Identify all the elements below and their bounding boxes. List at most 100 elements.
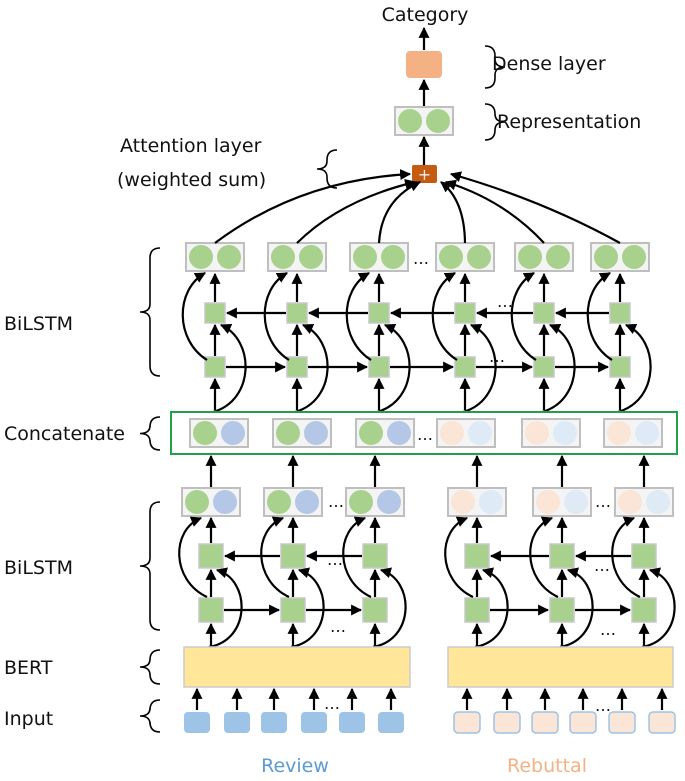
vector-node bbox=[607, 421, 631, 445]
ellipsis: … bbox=[330, 617, 346, 636]
ellipsis: … bbox=[413, 249, 429, 268]
vector-node bbox=[525, 421, 549, 445]
forward-lstm-cell bbox=[464, 597, 490, 623]
backward-lstm-cell bbox=[454, 302, 476, 324]
vector-node bbox=[518, 245, 542, 269]
skip-arrow bbox=[611, 516, 641, 598]
representation-label: Representation bbox=[497, 111, 641, 133]
vector-node bbox=[546, 245, 570, 269]
backward-lstm-cell bbox=[631, 543, 657, 569]
vector-node bbox=[217, 245, 241, 269]
skip-arrow bbox=[376, 323, 411, 414]
skip-arrow bbox=[641, 567, 676, 649]
bert-label: BERT bbox=[4, 657, 53, 679]
rebuttal-token-input bbox=[608, 711, 636, 734]
rebuttal-token-input bbox=[531, 711, 559, 734]
vector-node bbox=[564, 490, 588, 514]
category-label: Category bbox=[382, 4, 469, 26]
vector-node bbox=[594, 245, 618, 269]
forward-lstm-cell bbox=[198, 597, 224, 623]
review-label: Review bbox=[261, 755, 329, 777]
skip-arrow bbox=[294, 323, 329, 414]
skip-arrow bbox=[181, 272, 208, 361]
vector-node bbox=[299, 245, 323, 269]
vector-node bbox=[353, 245, 377, 269]
ellipsis: … bbox=[417, 425, 433, 444]
backward-lstm-cell bbox=[286, 302, 308, 324]
bert-brace bbox=[139, 649, 161, 685]
plus-icon: + bbox=[418, 165, 431, 184]
rebuttal-token-input bbox=[453, 711, 481, 734]
bert-rebuttal-block bbox=[447, 646, 674, 688]
forward-lstm-cell bbox=[609, 356, 631, 378]
vector-node bbox=[553, 421, 577, 445]
vector-node bbox=[646, 490, 670, 514]
ellipsis: … bbox=[497, 292, 513, 311]
ellipsis: … bbox=[328, 492, 344, 511]
vector-node bbox=[635, 421, 659, 445]
vector-node bbox=[426, 109, 450, 133]
vector-node bbox=[193, 421, 217, 445]
ellipsis: … bbox=[600, 620, 616, 639]
concatenate-brace bbox=[139, 416, 161, 451]
input-label: Input bbox=[4, 708, 53, 730]
review-token-input bbox=[339, 712, 365, 733]
concatenate-label: Concatenate bbox=[4, 423, 125, 445]
backward-lstm-cell bbox=[533, 302, 555, 324]
ellipsis: … bbox=[595, 492, 611, 511]
backward-lstm-cell bbox=[198, 543, 224, 569]
review-token-input bbox=[261, 712, 287, 733]
vector-node bbox=[618, 490, 642, 514]
vector-node bbox=[451, 490, 475, 514]
vector-node bbox=[440, 421, 464, 445]
forward-lstm-cell bbox=[549, 597, 575, 623]
bilstm-bottom-label: BiLSTM bbox=[4, 557, 73, 579]
dense-layer-brace bbox=[484, 45, 506, 89]
backward-lstm-cell bbox=[368, 302, 390, 324]
attention-layer-label: Attention layer bbox=[120, 135, 262, 157]
bilstm-top-label: BiLSTM bbox=[4, 313, 73, 335]
vector-node bbox=[381, 245, 405, 269]
rebuttal-label: Rebuttal bbox=[507, 755, 587, 777]
forward-lstm-cell bbox=[454, 356, 476, 378]
skip-arrow bbox=[372, 567, 407, 649]
backward-lstm-cell bbox=[464, 543, 490, 569]
vector-node bbox=[295, 490, 319, 514]
backward-lstm-cell bbox=[362, 543, 388, 569]
dense-layer-label: Dense layer bbox=[492, 53, 606, 75]
vector-node bbox=[221, 421, 245, 445]
rebuttal-token-input bbox=[648, 711, 676, 734]
review-token-input bbox=[224, 712, 250, 733]
attention-arrow bbox=[377, 181, 421, 244]
forward-lstm-cell bbox=[204, 356, 226, 378]
backward-lstm-cell bbox=[549, 543, 575, 569]
attention-sum-node bbox=[412, 165, 437, 183]
vector-node bbox=[467, 245, 491, 269]
representation-brace bbox=[484, 103, 506, 141]
attention-brace bbox=[316, 149, 338, 189]
forward-lstm-cell bbox=[368, 356, 390, 378]
attention-arrow bbox=[444, 179, 545, 244]
skip-arrow bbox=[444, 516, 474, 598]
ellipsis: … bbox=[595, 696, 611, 715]
forward-lstm-cell bbox=[362, 597, 388, 623]
ellipsis: … bbox=[594, 556, 610, 575]
forward-lstm-cell bbox=[631, 597, 657, 623]
vector-node bbox=[387, 421, 411, 445]
skip-arrow bbox=[345, 272, 372, 361]
vector-node bbox=[536, 490, 560, 514]
vector-node bbox=[439, 245, 463, 269]
backward-lstm-cell bbox=[609, 302, 631, 324]
skip-arrow bbox=[342, 516, 372, 598]
forward-lstm-cell bbox=[286, 356, 308, 378]
vector-node bbox=[271, 245, 295, 269]
skip-arrow bbox=[212, 323, 247, 414]
skip-arrow bbox=[462, 323, 497, 414]
vector-node bbox=[304, 421, 328, 445]
backward-lstm-cell bbox=[204, 302, 226, 324]
vector-node bbox=[189, 245, 213, 269]
review-token-input bbox=[301, 712, 327, 733]
forward-lstm-cell bbox=[533, 356, 555, 378]
rebuttal-token-input bbox=[569, 711, 597, 734]
